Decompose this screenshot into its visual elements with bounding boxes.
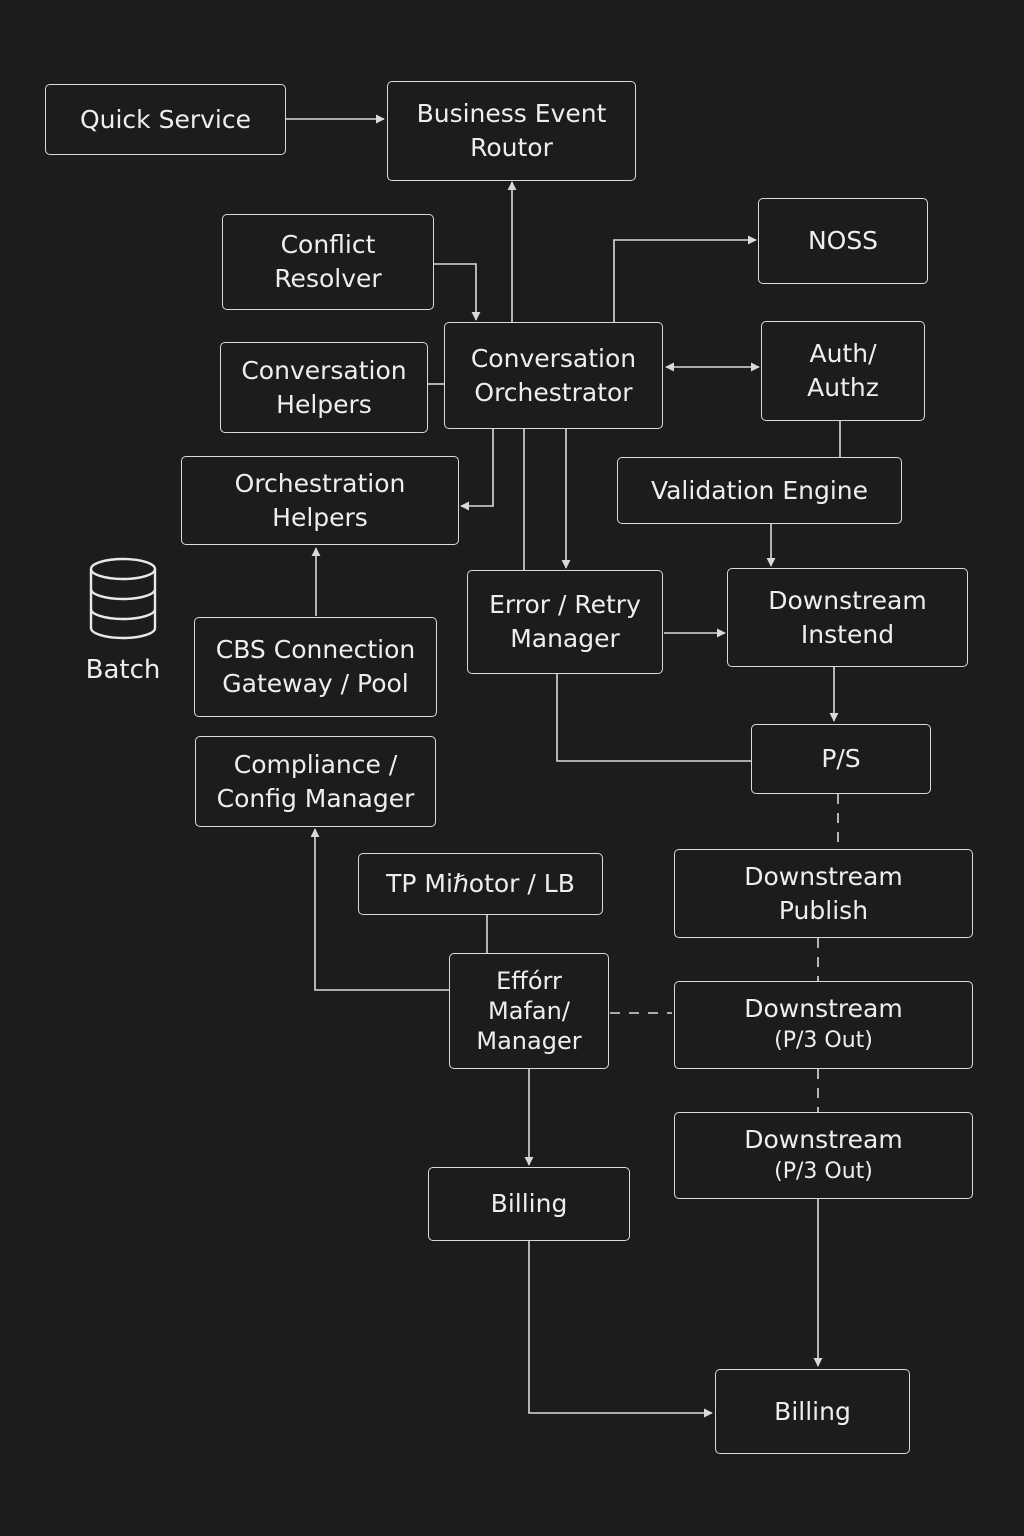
database-icon [89,557,157,640]
downstream-p3-out-sub: (P/3 Out) [774,1158,873,1184]
conversation-helpers-node[interactable]: Conversation Helpers [220,342,428,433]
edge-billing1-to-billing2 [528,1241,713,1418]
auth-authz-node[interactable]: Auth/ Authz [761,321,925,421]
edge-conflict-to-orchestrator [434,263,481,321]
batch-label: Batch [85,655,161,685]
edge-error-to-ps [556,674,751,762]
billing-node-1[interactable]: Billing [428,1167,630,1241]
orchestration-helpers-node[interactable]: Orchestration Helpers [181,456,459,545]
edge-orchestrator-to-noss [613,235,757,322]
quick-service-node[interactable]: Quick Service [45,84,286,155]
effort-manager-node[interactable]: Effórr Mafan/ Manager [449,953,609,1069]
noss-node[interactable]: NOSS [758,198,928,284]
error-retry-manager-node[interactable]: Error / Retry Manager [467,570,663,674]
downstream-p3-out-node-2[interactable]: Downstream (P/3 Out) [674,1112,973,1199]
downstream-instend-node[interactable]: Downstream Instend [727,568,968,667]
billing-node-2[interactable]: Billing [715,1369,910,1454]
conversation-orchestrator-node[interactable]: Conversation Orchestrator [444,322,663,429]
conflict-resolver-node[interactable]: Conflict Resolver [222,214,434,310]
tp-mirotor-lb-node[interactable]: TP Miℏotor / LB [358,853,603,915]
downstream-p3-out-node-1[interactable]: Downstream (P/3 Out) [674,981,973,1069]
business-event-router-node[interactable]: Business Event Routor [387,81,636,181]
downstream-p3-out-title: Downstream [744,994,903,1023]
edge-effort-to-compliance [310,828,449,991]
downstream-p3-out-title: Downstream [744,1124,903,1154]
ps-node[interactable]: P/S [751,724,931,794]
edge-orchestrator-to-orch-helpers [460,429,494,511]
compliance-config-manager-node[interactable]: Compliance / Config Manager [195,736,436,827]
downstream-publish-node[interactable]: Downstream Publish [674,849,973,938]
downstream-p3-out-sub: (P/3 Out) [774,1028,873,1053]
validation-engine-node[interactable]: Validation Engine [617,457,902,524]
cbs-connection-gateway-node[interactable]: CBS Connection Gateway / Pool [194,617,437,717]
